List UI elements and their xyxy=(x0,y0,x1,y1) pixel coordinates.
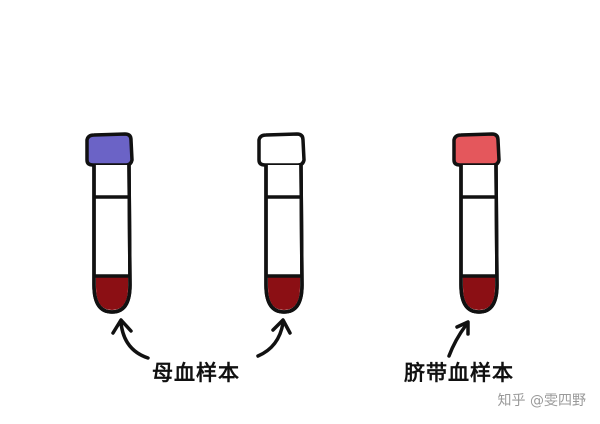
watermark-text: 知乎 @雯四野 xyxy=(497,393,586,409)
cord-blood-sample-label: 脐带血样本 xyxy=(404,361,514,385)
blood-sample xyxy=(96,276,128,310)
maternal-sample-tube-purple xyxy=(85,132,134,314)
arrow-to-cord-tube xyxy=(447,320,470,358)
tube-cap-purple xyxy=(85,132,134,167)
blood-sample xyxy=(268,276,300,310)
tube-outline xyxy=(264,164,304,314)
tube-outline xyxy=(92,164,132,314)
tube-cap-red xyxy=(452,132,501,167)
arrow-to-maternal-tube-1 xyxy=(111,318,150,360)
maternal-sample-tube-white xyxy=(257,132,306,314)
blood-sample xyxy=(463,276,495,310)
maternal-sample-label: 母血样本 xyxy=(152,361,240,385)
arrow-to-maternal-tube-2 xyxy=(256,318,292,358)
tube-outline xyxy=(459,164,499,314)
cord-blood-sample-tube xyxy=(452,132,501,314)
tube-cap-white xyxy=(257,132,306,167)
